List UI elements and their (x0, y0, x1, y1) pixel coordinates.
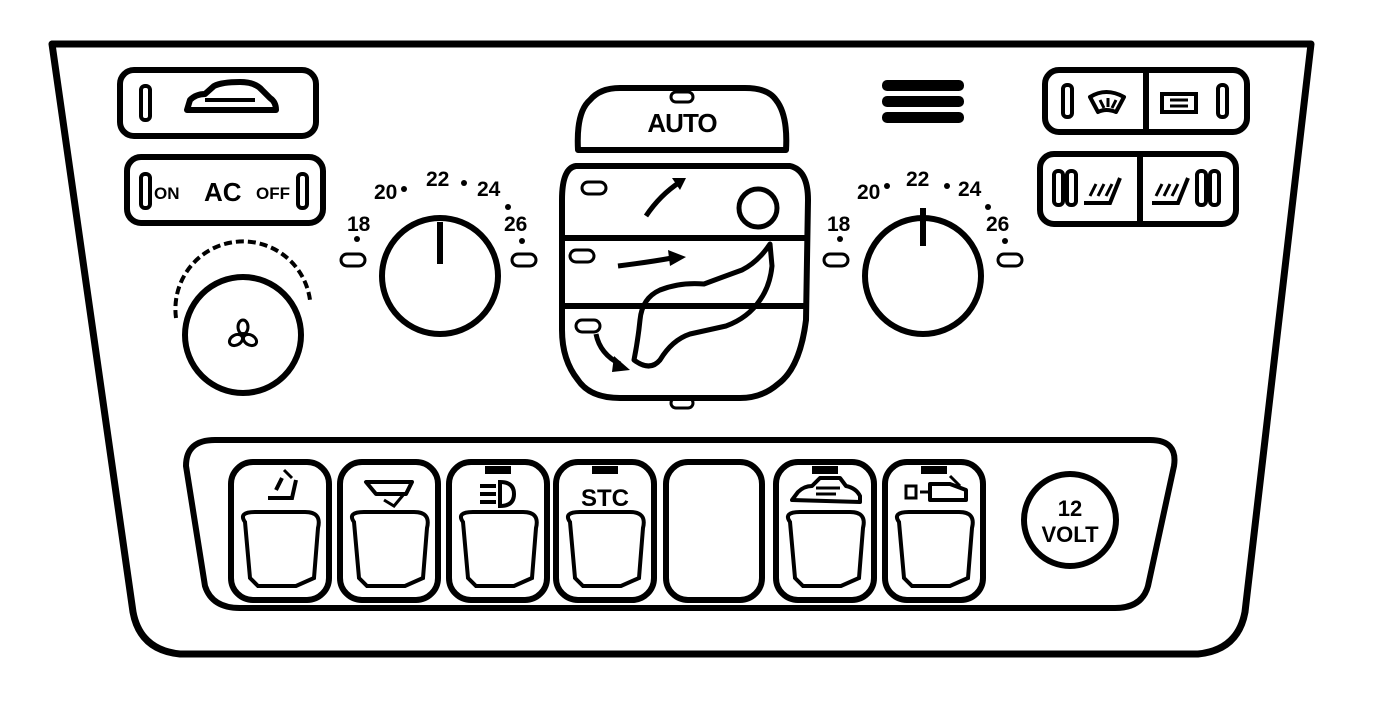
left-temp-tick-20: 20 (374, 181, 397, 204)
fog-light-switch[interactable] (446, 459, 550, 603)
left-temperature-control[interactable]: 18 20 22 24 26 (339, 168, 538, 337)
rear-window-defrost-icon (1160, 92, 1198, 114)
trunk-indicator (921, 466, 947, 474)
left-temp-tick-26: 26 (504, 213, 527, 236)
lower-airflow-arrow-icon (593, 333, 630, 372)
right-temp-tick-20: 20 (857, 181, 880, 204)
ac-label: AC (204, 177, 242, 207)
stc-switch[interactable]: STC (553, 459, 657, 603)
right-temp-tick-24: 24 (958, 178, 982, 201)
trunk-icon (904, 474, 968, 502)
power-socket-12v[interactable]: 12 VOLT (1021, 471, 1119, 569)
panel-mode-indicator (568, 248, 596, 264)
floor-mode-indicator (574, 318, 602, 334)
left-temp-tick-22: 22 (426, 168, 449, 191)
right-temp-indicator-high (996, 252, 1024, 268)
right-temp-tick-18: 18 (827, 213, 851, 236)
ac-on-label: ON (154, 184, 180, 203)
auto-label: AUTO (647, 108, 717, 138)
right-temperature-control[interactable]: 18 20 22 24 26 (822, 168, 1024, 337)
auto-indicator (669, 90, 695, 104)
vent-grille-icon (882, 80, 964, 123)
right-temp-tick-26: 26 (986, 213, 1009, 236)
air-distribution-control[interactable] (559, 163, 811, 410)
seat-adjust-icon (268, 468, 298, 500)
fan-speed-knob[interactable] (173, 239, 312, 396)
fan-speed-scale (173, 239, 312, 319)
stc-indicator (592, 466, 618, 474)
car-interior-icon (790, 476, 862, 504)
right-seat-heater-icon (1152, 177, 1190, 205)
left-seat-heater-icon (1084, 177, 1122, 205)
defrost-mode-indicator (580, 180, 608, 196)
seat-heater-button-group (1037, 151, 1239, 227)
head-restraint-switch[interactable] (337, 459, 441, 603)
upper-airflow-arrow-icon (643, 178, 686, 218)
left-temp-indicator-high (510, 252, 538, 268)
stc-label: STC (581, 485, 629, 512)
car-interior-indicator (812, 466, 838, 474)
auto-button[interactable]: AUTO (574, 85, 790, 153)
blank-switch[interactable] (663, 459, 765, 603)
recirculation-car-icon (184, 79, 279, 113)
left-temp-tick-24: 24 (477, 178, 501, 201)
right-temp-tick-22: 22 (906, 168, 929, 191)
defroster-button-group (1042, 67, 1250, 135)
middle-airflow-arrow-icon (617, 250, 686, 269)
seat-switch[interactable] (228, 459, 332, 603)
fog-light-icon (480, 479, 517, 509)
trunk-switch[interactable] (882, 459, 986, 603)
fan-icon (227, 318, 259, 348)
right-seat-heater-button[interactable] (1152, 169, 1221, 207)
recirculation-button[interactable] (117, 67, 319, 139)
left-temp-tick-18: 18 (347, 213, 371, 236)
socket-label-12: 12 (1058, 496, 1082, 521)
left-temp-indicator-low (339, 252, 367, 268)
ac-button[interactable]: ON AC OFF (124, 154, 326, 226)
car-interior-switch[interactable] (773, 459, 877, 603)
rear-window-defrost-button[interactable] (1160, 83, 1229, 119)
fog-light-indicator (485, 466, 511, 474)
socket-label-volt: VOLT (1041, 522, 1099, 547)
left-seat-heater-button[interactable] (1052, 169, 1122, 207)
right-temp-indicator-low (822, 252, 850, 268)
windshield-defrost-icon (1088, 90, 1126, 114)
seated-person-icon (631, 186, 780, 369)
bottom-indicator (669, 396, 695, 410)
head-restraint-icon (364, 480, 414, 508)
ac-off-label: OFF (256, 184, 290, 203)
windshield-defrost-button[interactable] (1061, 83, 1126, 119)
